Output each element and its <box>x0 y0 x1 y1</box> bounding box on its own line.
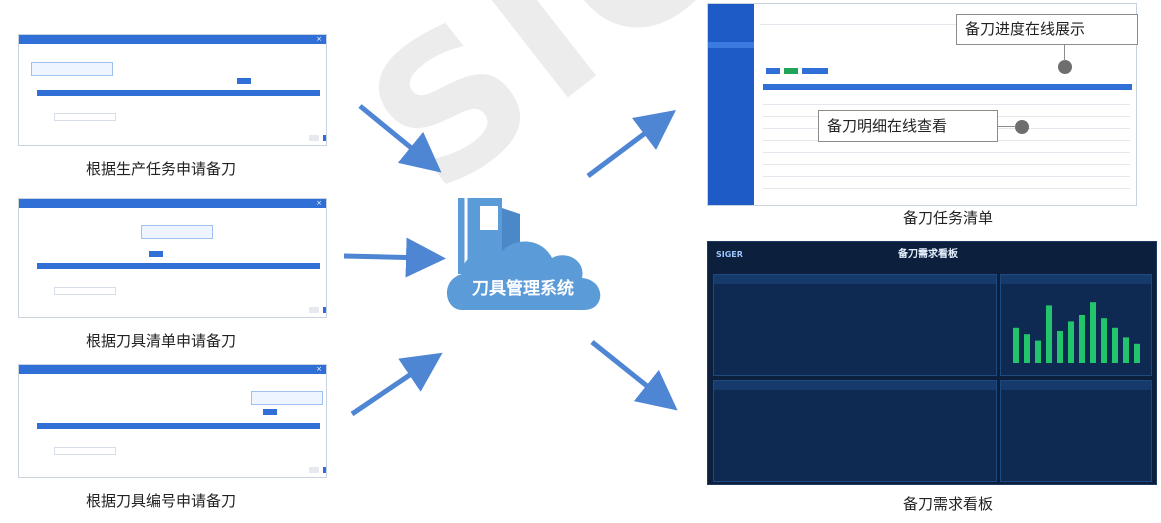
confirm-button <box>323 135 326 141</box>
bar-chart <box>1013 302 1140 363</box>
bar <box>1035 340 1041 363</box>
table-row <box>763 104 1130 105</box>
callout-detail-dot <box>1015 120 1029 134</box>
caption-apply-by-code: 根据刀具编号申请备刀 <box>86 492 237 510</box>
callout-progress-dot <box>1058 60 1072 74</box>
demand-dashboard: 备刀需求看板 SIGER <box>707 241 1157 485</box>
dialog-screenshot-list: × <box>18 198 327 318</box>
bar <box>1079 315 1085 363</box>
field-box <box>54 447 116 455</box>
dialog-screenshot-task: × <box>18 34 327 146</box>
bar <box>1112 327 1118 363</box>
sidebar-active-item <box>708 42 754 48</box>
cancel-button <box>309 467 319 473</box>
bar-chart-panel <box>1000 274 1152 376</box>
system-title: 刀具管理系统 <box>472 279 574 299</box>
product-list-panel <box>713 274 997 376</box>
sidebar <box>708 4 754 205</box>
query-button <box>237 78 251 84</box>
dashboard-title: 备刀需求看板 <box>898 249 958 260</box>
dialog-header <box>19 35 326 44</box>
bar <box>1057 331 1063 363</box>
table-header <box>37 423 320 429</box>
add-button <box>766 68 780 74</box>
stock-warning-panel <box>1000 380 1152 482</box>
arrow-list-to-system <box>343 237 446 278</box>
caption-apply-by-list: 根据刀具清单申请备刀 <box>86 332 237 350</box>
query-button <box>149 251 163 257</box>
panel-header <box>1001 275 1151 284</box>
cancel-button <box>309 135 319 141</box>
query-button <box>263 409 277 415</box>
option-card-selected <box>251 391 323 405</box>
close-icon: × <box>316 35 322 43</box>
bar <box>1123 337 1129 363</box>
bar <box>1090 302 1096 363</box>
field-box <box>54 287 116 295</box>
system-cloud-icon <box>446 198 601 310</box>
dialog-header <box>19 199 326 208</box>
filter-row <box>764 34 944 58</box>
panel-header <box>1001 381 1151 390</box>
confirm-button <box>323 467 326 473</box>
arrow-system-to-board <box>590 340 678 411</box>
dialog-header <box>19 365 326 374</box>
bar <box>1134 343 1140 363</box>
callout-progress: 备刀进度在线展示 <box>956 14 1138 45</box>
top-tabs <box>760 16 1130 25</box>
callout-progress-leader <box>1064 45 1065 61</box>
panel-header <box>714 275 996 284</box>
field-box <box>54 113 116 121</box>
callout-detail-leader <box>998 126 1016 127</box>
tool-warning-panel <box>713 380 997 482</box>
bar <box>1101 318 1107 363</box>
bar <box>1024 334 1030 363</box>
print-button <box>802 68 828 74</box>
close-icon: × <box>316 365 322 373</box>
bar <box>1068 321 1074 363</box>
dashboard-brand: SIGER <box>716 250 743 259</box>
confirm-button <box>323 307 326 313</box>
bar <box>1046 305 1052 363</box>
table-header <box>37 263 320 269</box>
caption-demand-board: 备刀需求看板 <box>903 495 994 513</box>
dialog-screenshot-code: × <box>18 364 327 478</box>
callout-detail: 备刀明细在线查看 <box>818 110 998 142</box>
table-row <box>763 176 1130 177</box>
table-row <box>763 188 1130 189</box>
export-button <box>784 68 798 74</box>
bar <box>1013 327 1019 363</box>
option-card-selected <box>31 62 113 76</box>
table-row <box>763 152 1130 153</box>
table-header <box>37 90 320 96</box>
arrow-code-to-system <box>350 352 443 417</box>
arrow-system-to-tasklist <box>586 110 676 178</box>
table-header <box>763 84 1132 90</box>
caption-apply-by-task: 根据生产任务申请备刀 <box>86 160 237 178</box>
option-card-selected <box>141 225 213 239</box>
arrow-task-to-system <box>358 104 442 173</box>
cancel-button <box>309 307 319 313</box>
panel-header <box>714 381 996 390</box>
task-list-screenshot <box>707 3 1137 206</box>
close-icon: × <box>316 199 322 207</box>
table-row <box>763 164 1130 165</box>
caption-task-list: 备刀任务清单 <box>903 209 994 227</box>
